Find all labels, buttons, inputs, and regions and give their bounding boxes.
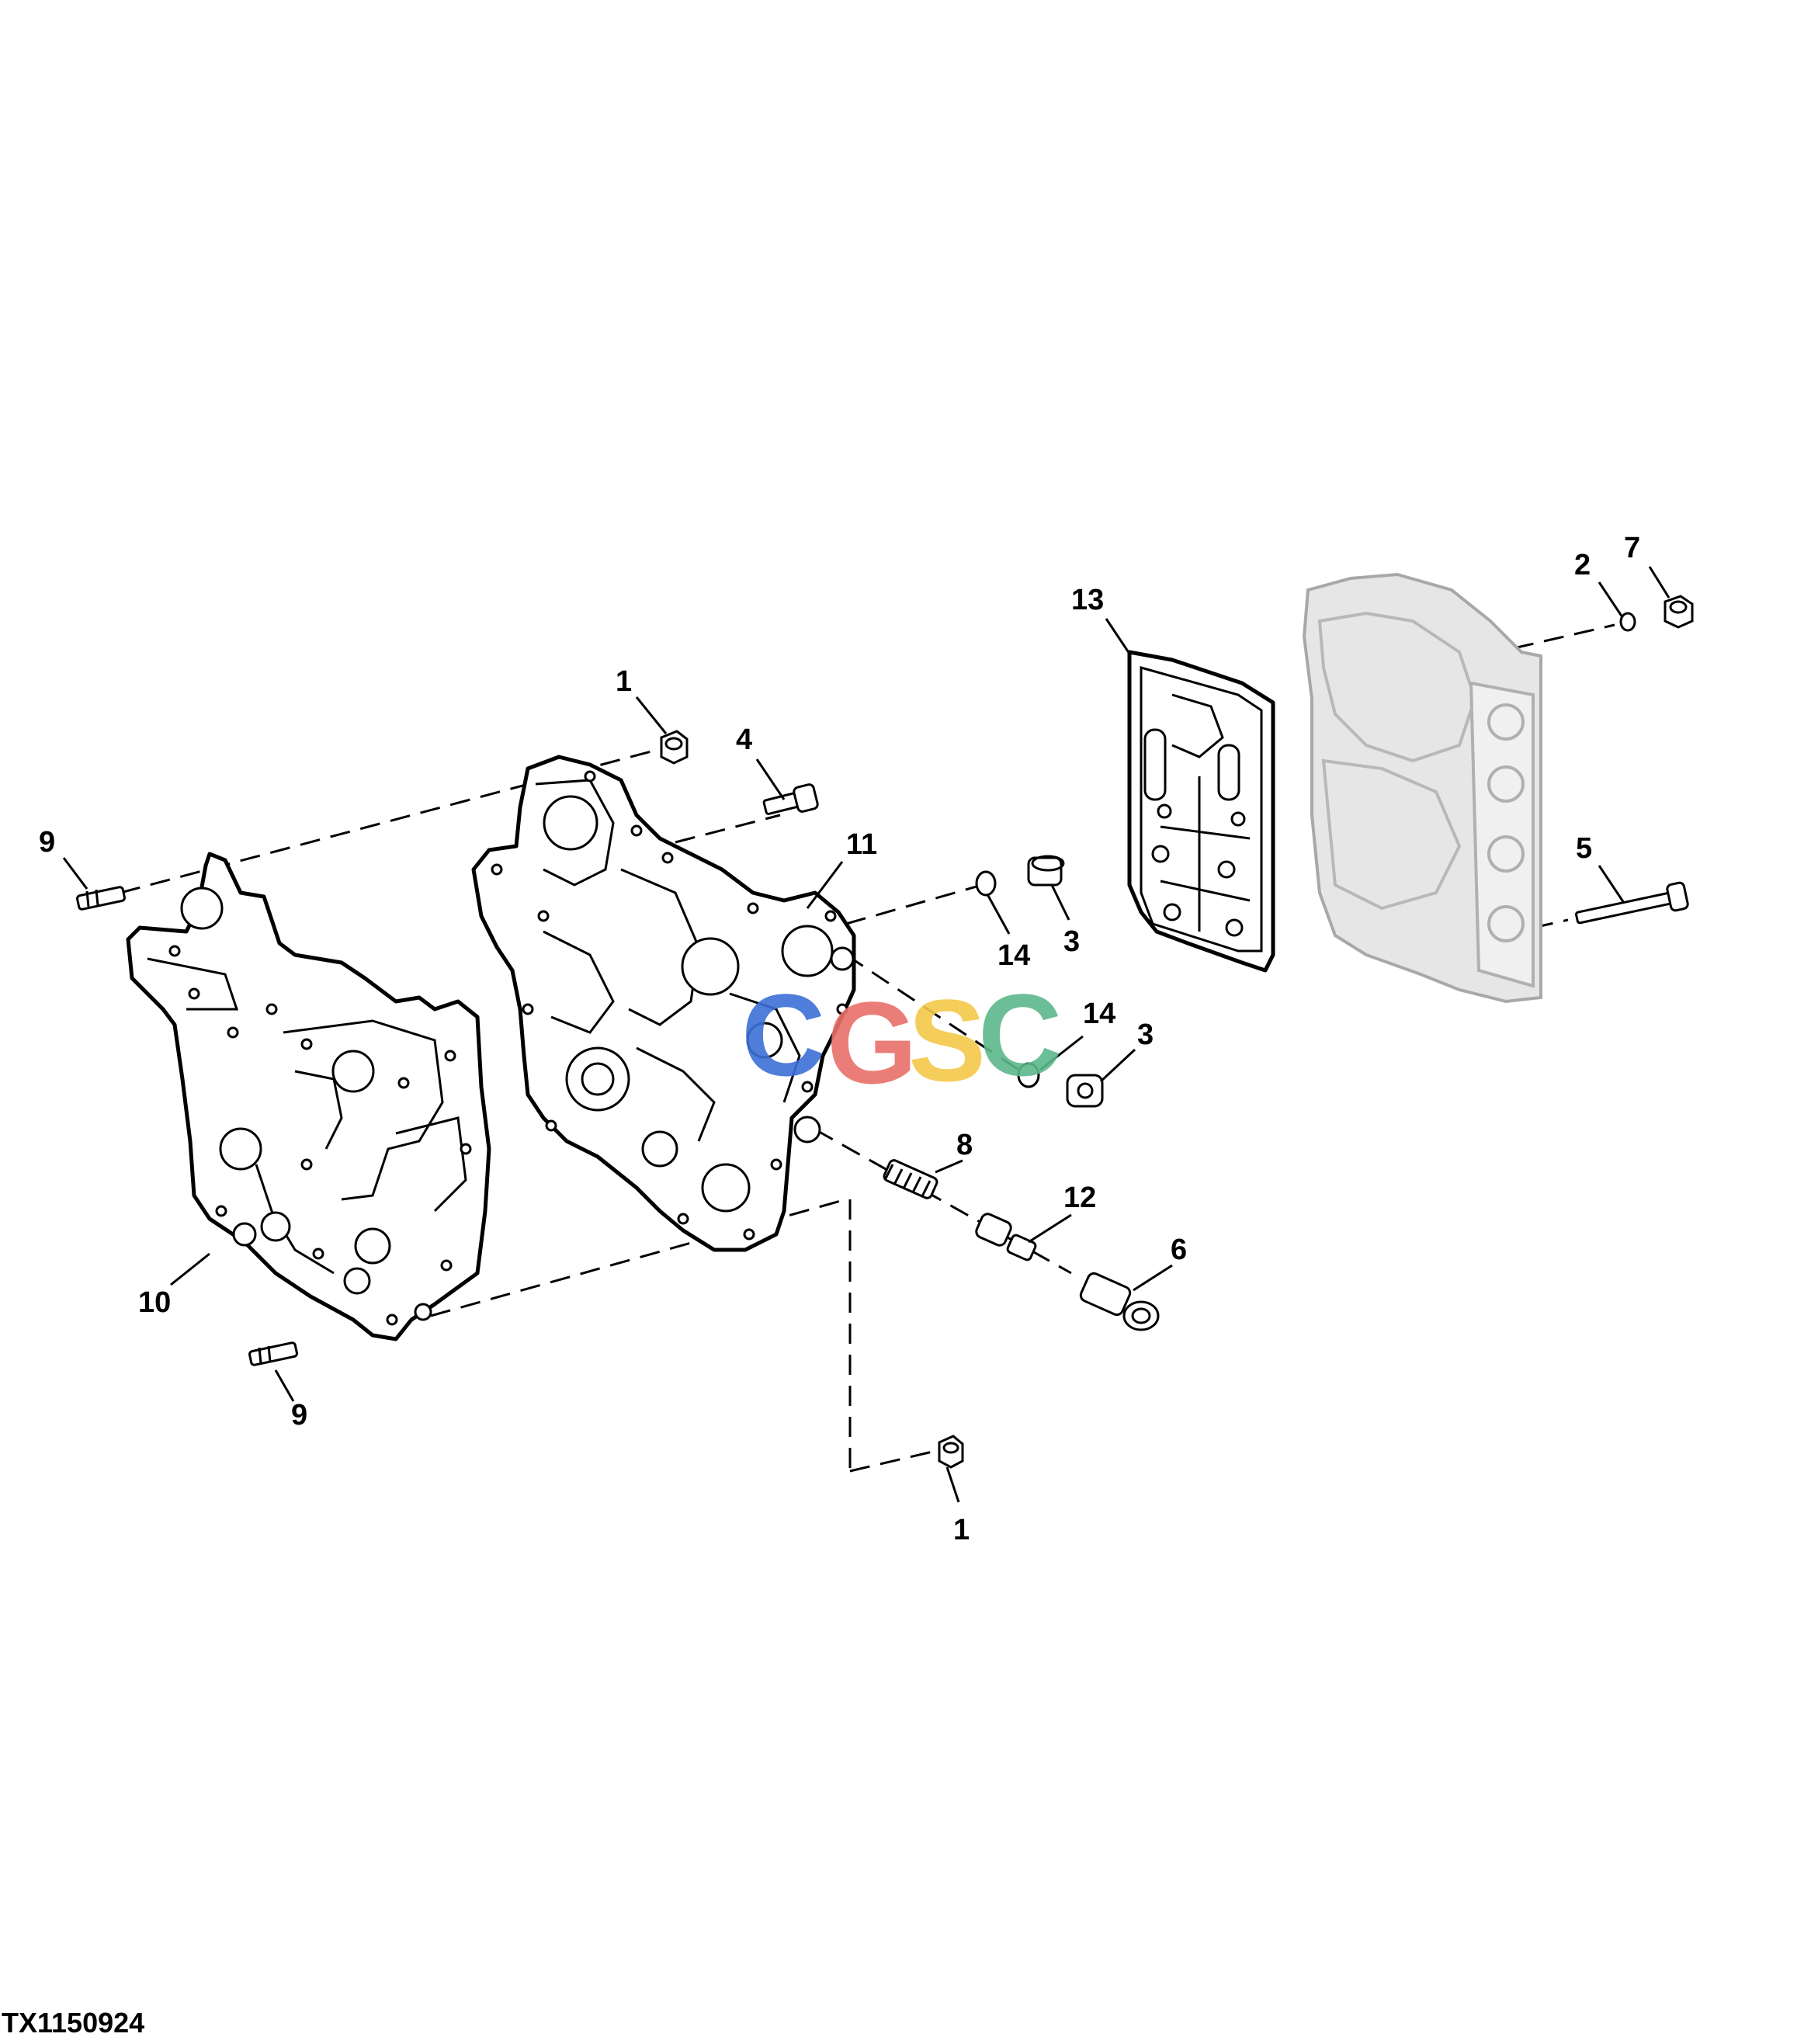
separator-plate-part-13 — [1127, 650, 1275, 973]
callout-14-lower: 14 — [1083, 998, 1115, 1030]
sensor-part-6 — [1079, 1272, 1160, 1331]
callout-4: 4 — [736, 724, 752, 756]
leader-lines — [62, 566, 1670, 1503]
callout-12: 12 — [1063, 1182, 1096, 1214]
watermark: C G S C — [741, 970, 1062, 1108]
callout-3-upper: 3 — [1063, 925, 1080, 958]
callout-8: 8 — [956, 1129, 973, 1161]
callout-5: 5 — [1576, 832, 1592, 865]
callout-13: 13 — [1071, 584, 1104, 616]
callout-14-upper: 14 — [997, 939, 1030, 972]
watermark-letter-c1: C — [741, 970, 825, 1100]
callout-1-upper: 1 — [616, 665, 632, 698]
nut-part-1-upper — [660, 730, 689, 765]
nut-part-1-lower — [938, 1435, 964, 1469]
callout-6: 6 — [1171, 1234, 1187, 1266]
nut-part-7 — [1664, 595, 1694, 629]
washer-part-14-lower — [1017, 1062, 1040, 1088]
washer-part-2 — [1619, 612, 1636, 632]
valve-body-part-11 — [471, 755, 856, 1252]
callout-9-lower: 9 — [291, 1399, 307, 1431]
plug-part-3-upper — [1027, 855, 1065, 887]
figure-id: TX1150924 — [2, 2007, 144, 2039]
callout-11: 11 — [846, 828, 877, 861]
bolt-part-4 — [762, 783, 819, 815]
callout-7: 7 — [1624, 532, 1640, 564]
callout-3-lower: 3 — [1137, 1019, 1154, 1051]
callout-labels: 1 4 9 11 13 2 7 5 14 3 14 3 8 12 6 10 9 … — [39, 532, 1640, 1546]
bolt-part-5 — [1575, 881, 1689, 925]
callout-10: 10 — [138, 1286, 171, 1319]
watermark-letter-c2: C — [978, 970, 1062, 1100]
stud-part-9-lower — [248, 1341, 298, 1366]
stud-part-9-upper — [76, 886, 126, 911]
hardware-parts — [76, 595, 1694, 1469]
washer-part-14-upper — [975, 870, 997, 897]
callout-2: 2 — [1574, 549, 1591, 581]
callout-9-upper: 9 — [39, 826, 55, 859]
watermark-letter-g: G — [827, 977, 918, 1108]
watermark-letter-s: S — [908, 975, 986, 1105]
spring-part-8 — [883, 1159, 938, 1199]
gasket-part-10 — [126, 852, 491, 1341]
valve-part-12 — [975, 1213, 1037, 1261]
upper-valve-body — [1302, 572, 1542, 1004]
plug-part-3-lower — [1066, 1074, 1104, 1108]
callout-1-lower: 1 — [953, 1514, 970, 1546]
